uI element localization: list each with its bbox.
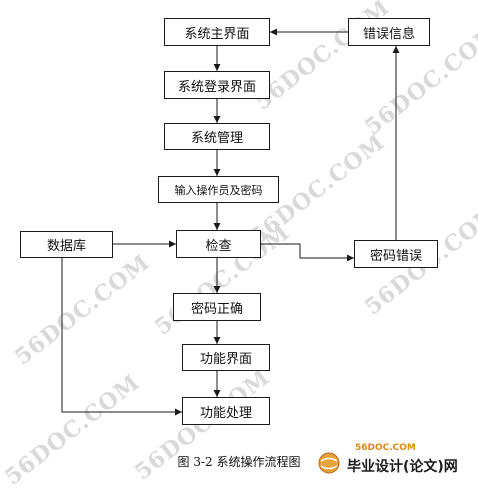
check-node: 检查 bbox=[176, 230, 261, 258]
logo-globe-icon bbox=[318, 452, 340, 474]
system-management-node: 系统管理 bbox=[164, 123, 270, 150]
function-interface-node: 功能界面 bbox=[182, 344, 270, 371]
password-correct-node: 密码正确 bbox=[173, 293, 261, 321]
login-interface-node: 系统登录界面 bbox=[164, 71, 270, 99]
logo-site-text: 56DOC.COM bbox=[355, 443, 416, 453]
connectors bbox=[61, 28, 400, 416]
logo-brand-text: 毕业设计(论文)网 bbox=[347, 459, 458, 475]
error-info-node: 错误信息 bbox=[348, 18, 430, 46]
password-error-node: 密码错误 bbox=[354, 240, 438, 268]
function-processing-node: 功能处理 bbox=[182, 397, 270, 425]
arrow-db-to-funcproc bbox=[61, 258, 182, 416]
main-interface-node: 系统主界面 bbox=[164, 18, 270, 46]
database-node: 数据库 bbox=[20, 231, 113, 258]
arrow-check-to-pwderror bbox=[261, 243, 354, 262]
input-operator-password-node: 输入操作员及密码 bbox=[158, 176, 279, 203]
figure-caption: 图 3-2 系统操作流程图 bbox=[177, 455, 301, 469]
